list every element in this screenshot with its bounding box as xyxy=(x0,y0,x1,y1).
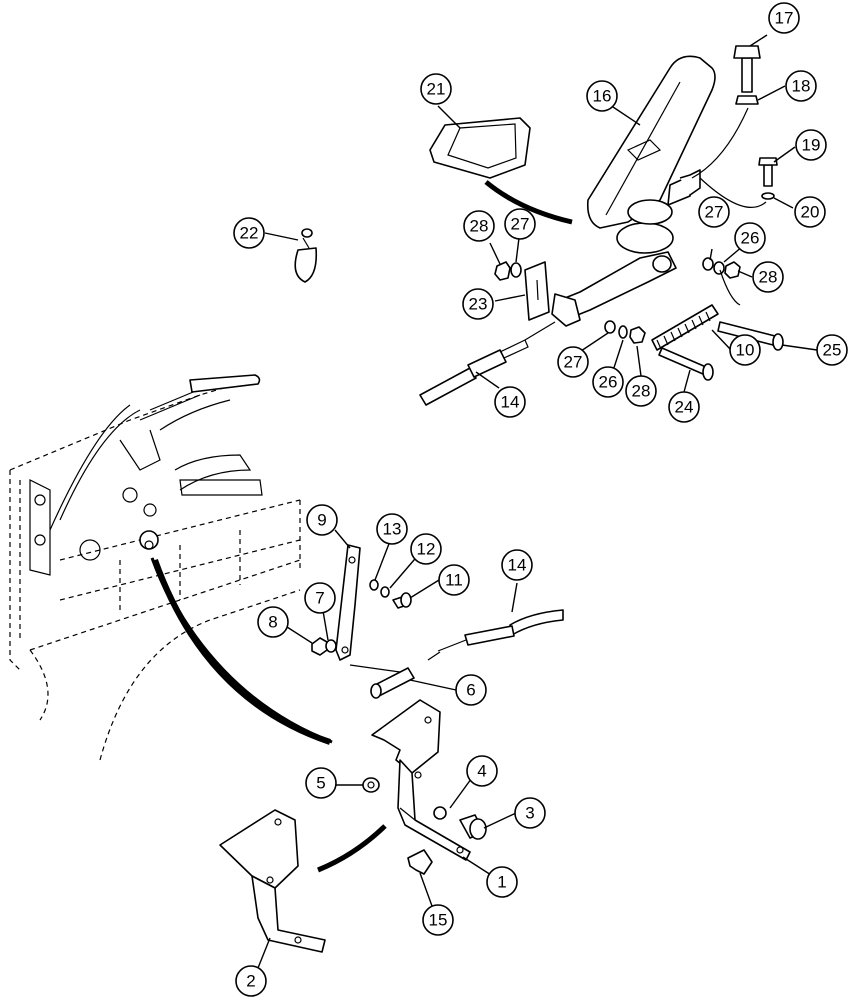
callout-label: 2 xyxy=(246,972,255,991)
callout-label: 26 xyxy=(599,373,618,392)
callout-label: 26 xyxy=(741,229,760,248)
callout-3: 3 xyxy=(514,797,546,829)
callout-24: 24 xyxy=(668,391,700,423)
callout-label: 27 xyxy=(705,203,724,222)
callout-20: 20 xyxy=(794,196,826,228)
callout-12: 12 xyxy=(410,533,442,565)
callout-label: 14 xyxy=(508,556,527,575)
bolt-24 xyxy=(658,347,707,375)
leader-lines xyxy=(253,34,818,979)
callout-label: 20 xyxy=(801,203,820,222)
cable-lower xyxy=(509,609,564,636)
callout-label: 1 xyxy=(497,873,506,892)
callout-28-lower: 28 xyxy=(625,375,657,407)
washer-5 xyxy=(362,777,380,793)
callout-label: 9 xyxy=(317,511,326,530)
callout-label: 28 xyxy=(470,217,489,236)
callout-27-lower: 27 xyxy=(557,346,589,378)
callout-label: 23 xyxy=(469,295,488,314)
callout-label: 27 xyxy=(511,215,530,234)
callout-26-lower: 26 xyxy=(592,366,624,398)
callout-label: 11 xyxy=(445,571,463,590)
callout-label: 3 xyxy=(525,804,534,823)
callout-28-right: 28 xyxy=(752,261,784,293)
hose-clip xyxy=(294,228,318,283)
cable-clip xyxy=(407,849,433,875)
callout-label: 10 xyxy=(736,341,755,360)
callout-label: 28 xyxy=(632,382,651,401)
callout-1: 1 xyxy=(486,866,518,898)
throttle-lever xyxy=(335,544,361,661)
callout-9: 9 xyxy=(306,504,338,536)
callout-label: 18 xyxy=(792,77,811,96)
callout-label: 15 xyxy=(429,911,448,930)
callout-label: 12 xyxy=(417,540,436,559)
pedal-assembly xyxy=(419,45,784,406)
callout-label: 7 xyxy=(315,589,324,608)
callout-11: 11 xyxy=(438,564,470,596)
washer-7 xyxy=(325,639,337,653)
callout-label: 28 xyxy=(759,268,778,287)
nut-18 xyxy=(735,95,759,105)
callout-6: 6 xyxy=(455,674,487,706)
callout-label: 8 xyxy=(268,613,277,632)
nut-8 xyxy=(311,637,328,656)
bolt-17 xyxy=(741,57,753,93)
callout-23: 23 xyxy=(462,288,494,320)
callout-15: 15 xyxy=(422,904,454,936)
callout-4: 4 xyxy=(466,755,498,787)
callout-label: 13 xyxy=(383,520,402,539)
callout-2: 2 xyxy=(235,965,267,997)
callout-21: 21 xyxy=(420,73,452,105)
callout-label: 17 xyxy=(775,9,794,28)
callout-18: 18 xyxy=(785,70,817,102)
callout-16: 16 xyxy=(586,80,618,112)
callout-label: 6 xyxy=(466,681,475,700)
callout-5: 5 xyxy=(305,767,337,799)
callout-13: 13 xyxy=(376,513,408,545)
return-spring xyxy=(651,304,719,351)
callout-26-right: 26 xyxy=(734,222,766,254)
callout-10: 10 xyxy=(729,334,761,366)
callout-8: 8 xyxy=(257,606,289,638)
callout-label: 19 xyxy=(802,136,821,155)
callout-label: 22 xyxy=(240,224,259,243)
callout-14-upper: 14 xyxy=(494,386,526,418)
assembly-arrow-lower xyxy=(150,557,333,744)
callout-27-right: 27 xyxy=(698,196,730,228)
bolt-19 xyxy=(763,164,773,187)
callout-label: 4 xyxy=(477,762,486,781)
bracket-2 xyxy=(219,809,299,889)
callout-7: 7 xyxy=(304,582,336,614)
callout-label: 24 xyxy=(675,398,694,417)
callout-label: 5 xyxy=(316,774,325,793)
callout-25: 25 xyxy=(816,334,848,366)
callout-label: 16 xyxy=(593,87,612,106)
callout-22: 22 xyxy=(233,217,265,249)
engine-block xyxy=(9,374,301,761)
cable-upper xyxy=(419,367,477,406)
callout-14-lower: 14 xyxy=(501,549,533,581)
callout-label: 21 xyxy=(427,80,446,99)
mounting-bracket xyxy=(371,699,441,774)
callout-19: 19 xyxy=(795,129,827,161)
bracket-assembly xyxy=(219,544,564,953)
callout-label: 25 xyxy=(823,341,842,360)
callout-label: 14 xyxy=(501,393,520,412)
callout-17: 17 xyxy=(768,2,800,34)
washer-20 xyxy=(761,192,775,200)
callout-28-left: 28 xyxy=(463,210,495,242)
callout-label: 27 xyxy=(564,353,583,372)
pedal-pad xyxy=(429,117,531,179)
callout-27-left: 27 xyxy=(504,208,536,240)
